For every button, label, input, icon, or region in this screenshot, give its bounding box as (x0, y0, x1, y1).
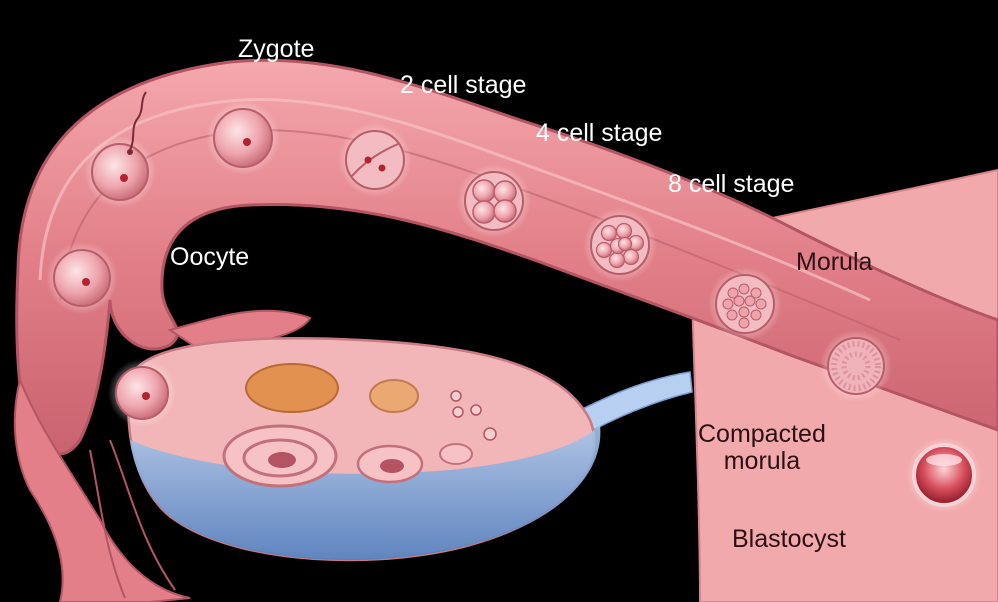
four-cell-blastomere (493, 199, 517, 223)
label-compacted-morula-line1: Compacted (698, 420, 826, 448)
label-zygote: Zygote (238, 35, 315, 63)
zygote-nucleus (243, 138, 251, 146)
oocyte-cell (53, 249, 111, 307)
ovary-fluid (130, 425, 601, 560)
two-cell-division (351, 143, 399, 177)
fertilization-cell (91, 143, 149, 201)
morula-blastomeres (722, 283, 767, 329)
sperm-head (127, 149, 133, 155)
blastocyst-cavity-highlight (926, 454, 962, 466)
label-compacted-morula-line2: morula (723, 447, 801, 475)
label-blastocyst: Blastocyst (732, 525, 846, 553)
two-cell-nucleus (364, 156, 372, 164)
small-follicle (439, 443, 473, 465)
fimbriae (13, 376, 191, 602)
label-2-cell-stage: 2 cell stage (400, 71, 527, 99)
large-follicle-core (268, 452, 296, 468)
label-morula: Morula (796, 248, 873, 276)
tiny-follicle (452, 406, 464, 418)
ovarian-ligament (558, 371, 693, 441)
medium-follicle-core (380, 459, 404, 473)
eight-cell-blastomeres (595, 222, 645, 269)
compacted-morula-core (841, 351, 871, 381)
label-compacted-morula: Compacted morula (698, 421, 826, 475)
label-oocyte: Oocyte (170, 243, 250, 271)
tiny-follicle (470, 404, 482, 416)
compacted-morula-texture (831, 341, 881, 391)
fertilization-nucleus (120, 174, 128, 182)
oocyte-nucleus (82, 278, 90, 286)
compacted-morula-cell (827, 337, 885, 395)
fimbria-strand (109, 439, 176, 591)
tiny-follicle (483, 427, 497, 441)
four-cell-blastomere (472, 200, 496, 224)
four-cell-zona (464, 171, 524, 231)
four-cell-blastomere (472, 179, 496, 203)
sperm-tail (129, 91, 147, 151)
zygote-cell (213, 108, 273, 168)
corpus-luteum (245, 363, 339, 413)
corpus-albicans (369, 379, 419, 413)
two-cell-zona (345, 130, 405, 190)
fimbria-strand-2 (89, 449, 126, 599)
released-oocyte (115, 366, 169, 420)
tiny-follicle (450, 390, 462, 402)
label-8-cell-stage: 8 cell stage (668, 170, 795, 198)
label-4-cell-stage: 4 cell stage (536, 119, 663, 147)
two-cell-nucleus (378, 164, 386, 172)
large-follicle-inner (242, 438, 318, 478)
released-oocyte-nucleus (142, 392, 150, 400)
